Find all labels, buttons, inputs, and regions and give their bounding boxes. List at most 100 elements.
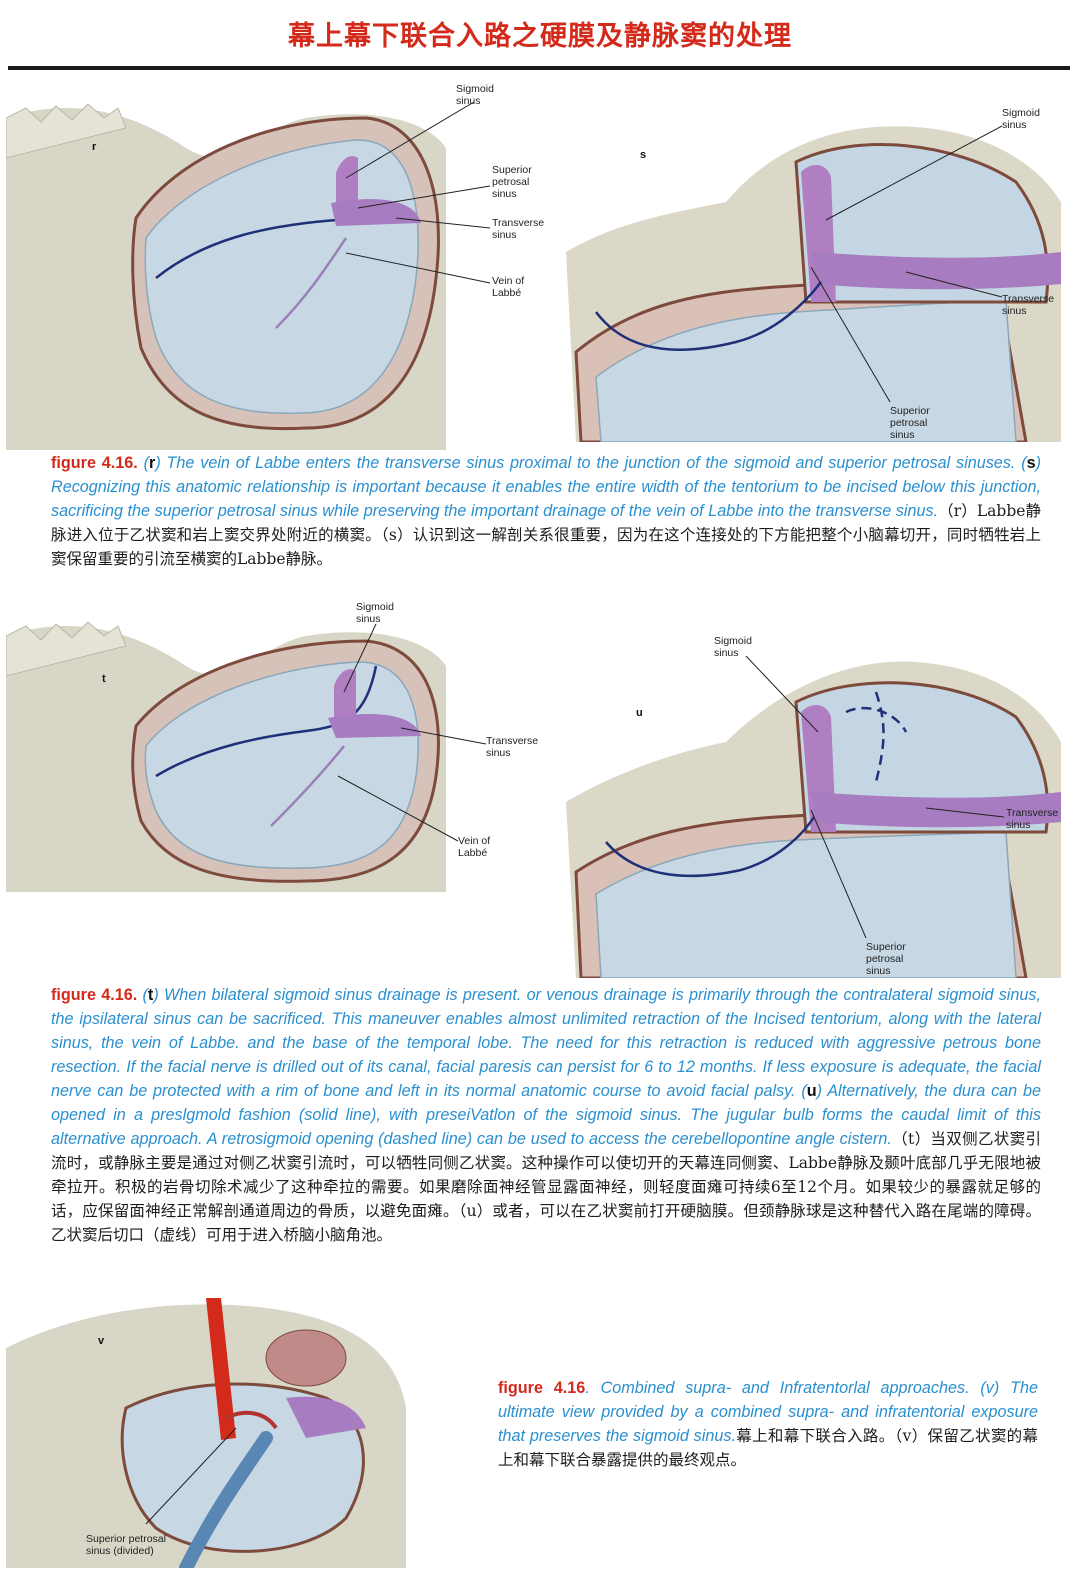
caption-rs-letter-s: s <box>1026 454 1036 472</box>
figure-v: v Superior petrosal sinus (divided) <box>6 1288 446 1568</box>
label-petrosal-s-3: sinus <box>890 429 915 441</box>
caption-tu-paren-2: ( <box>801 1082 807 1100</box>
label-sigmoid-t-2: sinus <box>356 613 381 625</box>
caption-tu-number: figure 4.16 <box>51 986 133 1004</box>
caption-tu-english-1: ) When bilateral sigmoid sinus drainage … <box>51 986 1041 1100</box>
label-petrosal-s-2: petrosal <box>890 417 927 429</box>
caption-v: figure 4.16. Combined supra- and Infrate… <box>498 1376 1038 1472</box>
leader-sigmoid-t <box>343 623 377 693</box>
label-labbe-r-2: Labbé <box>492 287 521 299</box>
transverse-sinus <box>328 714 421 738</box>
caption-tu-letter-t: t <box>147 986 154 1004</box>
caption-tu-paren-1: ( <box>142 986 148 1004</box>
label-transverse-s-2: sinus <box>1002 305 1027 317</box>
panel-letter-s: s <box>640 149 646 161</box>
suction-instrument <box>179 1431 273 1568</box>
label-petrosal-r-2: petrosal <box>492 176 529 188</box>
caption-tu-dot: . <box>132 986 143 1004</box>
figure-r-illustration: r Sigmoid sinus Superior petrosal sinus … <box>6 78 554 450</box>
label-transverse-u-2: sinus <box>1006 819 1031 831</box>
panel-letter-v: v <box>98 1335 105 1347</box>
panel-letter-u: u <box>636 707 643 719</box>
label-transverse-s-1: Transverse <box>1002 293 1054 305</box>
label-labbe-r-1: Vein of <box>492 275 524 287</box>
label-sigmoid-u-2: sinus <box>714 647 739 659</box>
leader-transverse-r <box>395 217 491 229</box>
title-divider <box>8 66 1070 70</box>
label-sigmoid-u-1: Sigmoid <box>714 635 752 647</box>
caption-tu-english-2: ) Alternatively, the dura can be opened … <box>51 1082 1041 1148</box>
vein-of-labbe <box>275 237 348 329</box>
caption-rs-letter-r: r <box>149 454 156 472</box>
leader-petrosal-s <box>810 266 891 403</box>
panel-letter-t: t <box>102 673 106 685</box>
label-sigmoid-r-2: sinus <box>456 95 481 107</box>
figure-s-illustration: s Sigmoid sinus Transverse sinus Superio… <box>556 102 1070 442</box>
caption-rs-dot: . <box>133 454 144 472</box>
figure-r: r Sigmoid sinus Superior petrosal sinus … <box>6 78 554 450</box>
label-petrosal-u-2: petrosal <box>866 953 903 965</box>
caption-rs-chinese: （r）Labbe静脉进入位于乙状窦和岩上窦交界处附近的横窦。（s）认识到这一解剖… <box>51 502 1042 568</box>
figure-v-illustration: v Superior petrosal sinus (divided) <box>6 1288 446 1568</box>
figure-t-illustration: t Sigmoid sinus Transverse sinus Vein of… <box>6 596 554 892</box>
transverse-sinus <box>811 252 1061 290</box>
caption-tu: figure 4.16. (t) When bilateral sigmoid … <box>51 983 1041 1247</box>
leader-petrosal-u <box>810 809 867 939</box>
caption-rs-number: figure 4.16 <box>51 454 134 472</box>
label-petrosal-u-3: sinus <box>866 965 891 977</box>
caption-rs-english-1: ) The vein of Labbe enters the transvers… <box>155 454 1022 472</box>
label-transverse-u-1: Transverse <box>1006 807 1058 819</box>
label-petrosal-r-1: Superior <box>492 164 532 176</box>
retractor <box>206 1298 236 1440</box>
leader-labbe-r <box>345 252 491 284</box>
leader-sigmoid-r <box>345 101 475 179</box>
figure-u-illustration: u Sigmoid sinus Transverse sinus Superio… <box>556 632 1070 978</box>
teeth <box>6 621 127 677</box>
label-labbe-t-1: Vein of <box>458 835 490 847</box>
label-transverse-t-2: sinus <box>486 747 511 759</box>
caption-v-number: figure 4.16 <box>498 1379 586 1397</box>
caption-v-chinese: 幕上和幕下联合入路。（v）保留乙状窦的幕上和幕下联合暴露提供的最终观点。 <box>498 1427 1038 1469</box>
caption-rs-paren-1: ( <box>143 454 150 472</box>
caption-v-english: . Combined supra- and Infratentorlal app… <box>498 1379 1038 1445</box>
label-petrosal-u-1: Superior <box>866 941 906 953</box>
teeth <box>6 103 127 159</box>
page-title: 幕上幕下联合入路之硬膜及静脉窦的处理 <box>288 21 792 52</box>
label-petrosal-v-2: sinus (divided) <box>86 1545 154 1557</box>
leader-transverse-u <box>925 807 1005 818</box>
label-petrosal-v-1: Superior petrosal <box>86 1533 166 1545</box>
leader-sigmoid-u <box>745 655 819 733</box>
leader-transverse-s <box>905 271 1003 298</box>
leader-sigmoid-s <box>825 125 1003 221</box>
label-petrosal-s-1: Superior <box>890 405 930 417</box>
caption-rs: figure 4.16. (r) The vein of Labbe enter… <box>51 451 1041 571</box>
figure-s: s Sigmoid sinus Transverse sinus Superio… <box>556 102 1070 442</box>
leader-labbe-t <box>337 775 459 842</box>
figure-t: t Sigmoid sinus Transverse sinus Vein of… <box>6 596 554 892</box>
retrosigmoid-dashed-line <box>845 691 908 783</box>
leader-petrosal-v <box>145 1427 237 1525</box>
leader-transverse-t <box>400 727 487 745</box>
label-petrosal-r-3: sinus <box>492 188 517 200</box>
panel-letter-r: r <box>92 141 97 153</box>
sigmoid-sinus <box>286 1396 366 1438</box>
dural-incision-line <box>155 665 378 778</box>
label-transverse-r-1: Transverse <box>492 217 544 229</box>
figure-u: u Sigmoid sinus Transverse sinus Superio… <box>556 632 1070 978</box>
label-transverse-t-1: Transverse <box>486 735 538 747</box>
vein-of-labbe <box>270 745 345 827</box>
caption-rs-english-2: ) Recognizing this anatomic relationship… <box>51 454 1041 520</box>
temporal-lobe <box>265 1329 347 1387</box>
dural-incision-line <box>595 281 822 351</box>
presigmoid-solid-line <box>605 816 816 878</box>
label-sigmoid-t-1: Sigmoid <box>356 601 394 613</box>
label-sigmoid-s-1: Sigmoid <box>1002 107 1040 119</box>
label-sigmoid-r-1: Sigmoid <box>456 83 494 95</box>
transverse-sinus <box>331 199 421 226</box>
leader-petrosal-r <box>357 185 491 209</box>
label-sigmoid-s-2: sinus <box>1002 119 1027 131</box>
label-labbe-t-2: Labbé <box>458 847 487 859</box>
caption-tu-chinese: （t）当双侧乙状窦引流时，或静脉主要是通过对侧乙状窦引流时，可以牺牲同侧乙状窦。… <box>51 1130 1041 1244</box>
caption-tu-letter-u: u <box>806 1082 817 1100</box>
vessel <box>225 1410 278 1430</box>
